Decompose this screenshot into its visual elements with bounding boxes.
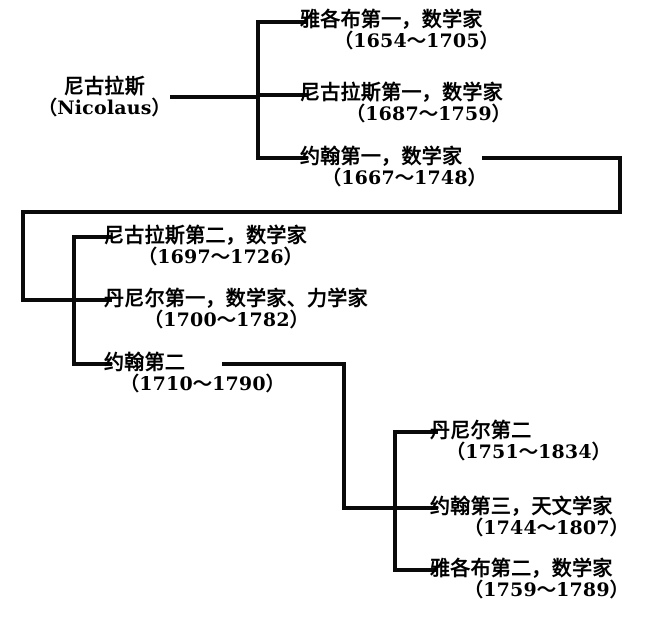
node-johann-iii: 约翰第三，天文学家 （1744～1807） [430, 494, 629, 539]
node-jacob-i: 雅各布第一，数学家 （1654～1705） [300, 7, 499, 52]
connector-gen2-branch-3 [72, 362, 112, 366]
node-name: 尼古拉斯 [63, 74, 146, 98]
connector-gen3-bus [393, 430, 397, 571]
node-years: （1744～1807） [464, 516, 629, 539]
node-name: 约翰第一，数学家 [300, 144, 463, 168]
node-years: （1759～1789） [464, 578, 629, 601]
node-years: （1697～1726） [138, 245, 303, 268]
connector-johann-i-down [618, 156, 622, 214]
node-nicolaus-i: 尼古拉斯第一，数学家 （1687～1759） [300, 80, 511, 125]
node-name: 尼古拉斯第一，数学家 [300, 80, 503, 104]
connector-root-stem [170, 95, 260, 99]
connector-johann-i-wrap-bottom [21, 210, 622, 214]
connector-gen2-branch-2 [72, 298, 112, 302]
connector-johann-ii-right [222, 362, 346, 366]
connector-gen1-branch-3 [256, 156, 308, 160]
node-years: （1700～1782） [144, 308, 309, 331]
connector-johann-i-into-gen2 [21, 298, 76, 302]
node-daniel-ii: 丹尼尔第二 （1751～1834） [430, 418, 611, 463]
node-years: （1710～1790） [120, 372, 285, 395]
connector-gen1-branch-2 [256, 93, 308, 97]
connector-johann-ii-down [342, 362, 346, 510]
node-name: 丹尼尔第二 [430, 418, 532, 442]
connector-gen3-branch-3 [393, 568, 438, 572]
node-years: （1751～1834） [446, 440, 611, 463]
node-years: （1687～1759） [346, 102, 511, 125]
node-name: 丹尼尔第一，数学家、力学家 [104, 286, 368, 310]
node-nicolaus-ii: 尼古拉斯第二，数学家 （1697～1726） [104, 223, 307, 268]
connector-gen3-branch-2 [393, 506, 438, 510]
connector-gen3-branch-1 [393, 430, 438, 434]
node-name: 尼古拉斯第二，数学家 [104, 223, 307, 247]
node-johann-i: 约翰第一，数学家 （1667～1748） [300, 144, 487, 189]
node-years: （1667～1748） [322, 166, 487, 189]
node-name: 约翰第二 [104, 350, 186, 374]
connector-johann-i-right [482, 156, 622, 160]
node-name: 雅各布第一，数学家 [300, 7, 483, 31]
node-nicolaus: 尼古拉斯 （Nicolaus） [38, 74, 171, 119]
node-daniel-i: 丹尼尔第一，数学家、力学家 （1700～1782） [104, 286, 368, 331]
connector-johann-i-left-down [21, 210, 25, 302]
connector-johann-ii-into-gen3 [342, 506, 397, 510]
connector-gen1-branch-1 [256, 20, 308, 24]
node-johann-ii: 约翰第二 （1710～1790） [104, 350, 285, 395]
node-jacob-ii: 雅各布第二，数学家 （1759～1789） [430, 556, 629, 601]
node-name: 约翰第三，天文学家 [430, 494, 613, 518]
connector-gen2-branch-1 [72, 235, 112, 239]
node-years: （1654～1705） [334, 29, 499, 52]
connector-gen1-bus [256, 20, 260, 160]
node-name: 雅各布第二，数学家 [430, 556, 613, 580]
node-years: （Nicolaus） [38, 96, 171, 119]
